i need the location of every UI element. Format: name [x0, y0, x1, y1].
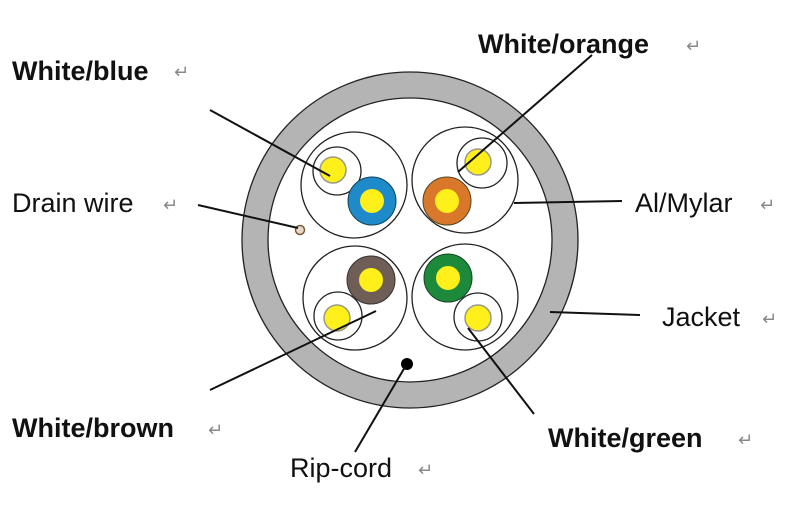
label-white-orange: White/orange [478, 29, 649, 59]
leader-white-green [467, 327, 535, 415]
label-jacket: Jacket [662, 302, 741, 332]
leader-jacket [549, 311, 641, 316]
pair-shield-blue [300, 131, 408, 239]
return-mark-icon: ↵ [163, 195, 178, 216]
conductor-brown [346, 255, 396, 305]
conductor-white-brown [313, 291, 363, 341]
label-white-brown: White/brown [12, 413, 174, 443]
jacket-ring [242, 72, 578, 408]
leader-rip-cord [354, 366, 406, 453]
return-mark-icon: ↵ [174, 62, 189, 83]
label-al-mylar: Al/Mylar [635, 188, 733, 218]
pair-shield-brown [302, 245, 408, 351]
label-rip-cord: Rip-cord [290, 453, 392, 483]
leader-al-mylar [513, 200, 623, 204]
jacket-outer-edge [241, 71, 579, 409]
return-mark-icon: ↵ [738, 430, 753, 451]
return-mark-icon: ↵ [762, 309, 777, 330]
return-mark-icon: ↵ [418, 460, 433, 481]
conductor-orange [422, 176, 472, 226]
label-drain-wire: Drain wire [12, 188, 134, 218]
jacket-inner-edge [267, 97, 553, 383]
leader-white-blue [209, 109, 331, 177]
conductor-blue [347, 176, 397, 226]
label-white-blue: White/blue [12, 56, 149, 86]
label-white-green: White/green [548, 423, 703, 453]
conductor-white-green [453, 292, 503, 342]
leader-drain-wire [197, 204, 299, 229]
return-mark-icon: ↵ [760, 195, 775, 216]
conductor-white-orange [456, 137, 508, 189]
leader-white-orange [457, 54, 593, 173]
pair-shield-orange [411, 126, 519, 234]
conductor-green [423, 253, 473, 303]
leader-white-brown [209, 310, 377, 391]
pair-shield-green [411, 243, 519, 351]
return-mark-icon: ↵ [208, 420, 223, 441]
return-mark-icon: ↵ [686, 36, 701, 57]
rip-cord [401, 358, 413, 370]
